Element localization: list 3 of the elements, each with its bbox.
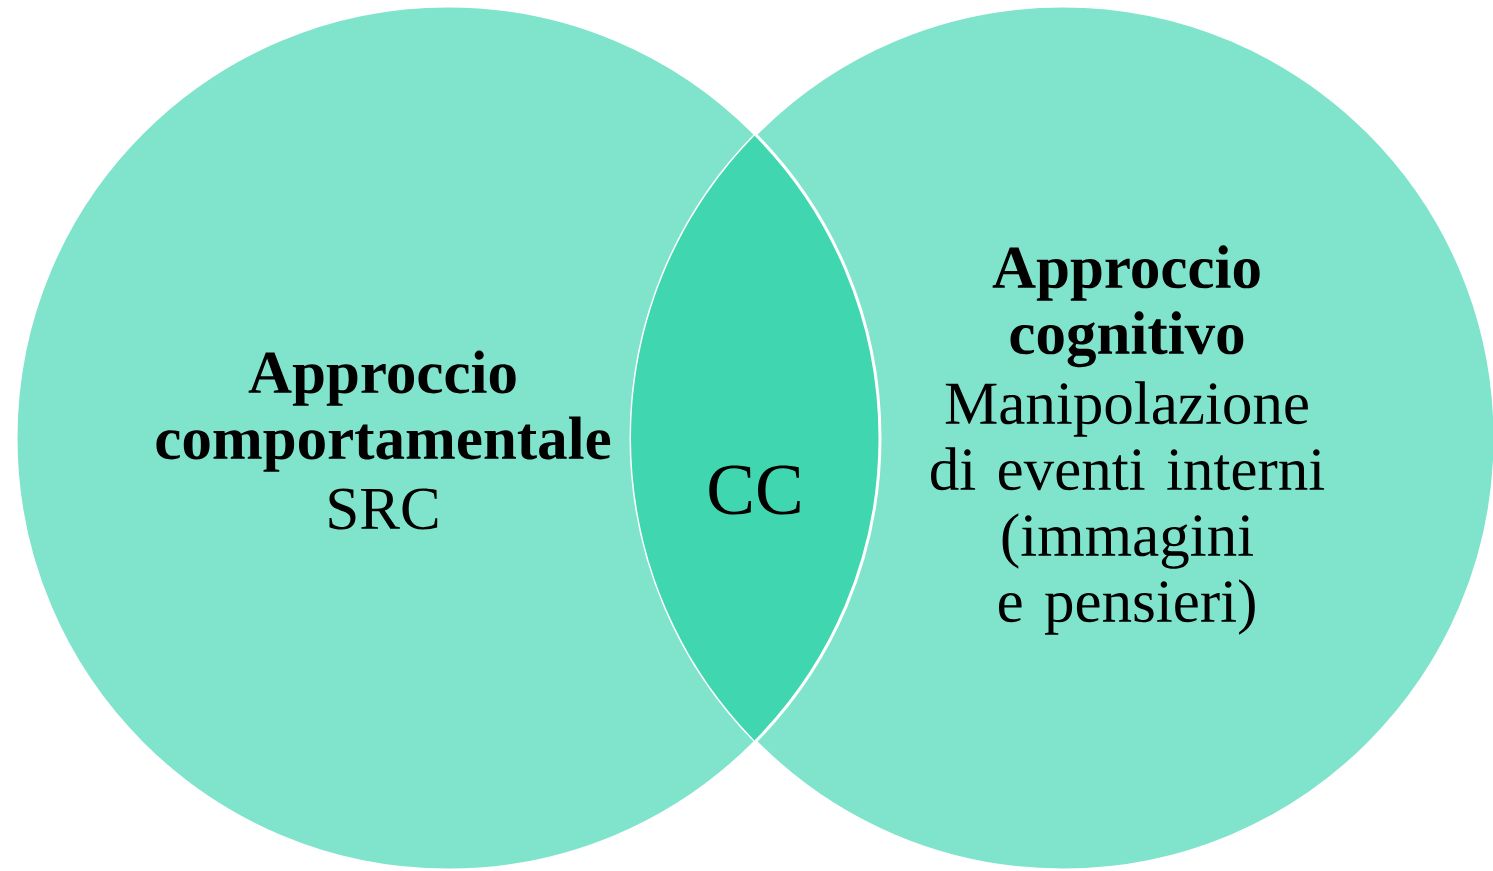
overlap-lens: CC	[631, 6, 882, 870]
node-label: Approccio cognitivo	[992, 245, 1260, 368]
node-label: Manipolazione di eventi interni (immagini e pensieri)	[931, 381, 1325, 635]
